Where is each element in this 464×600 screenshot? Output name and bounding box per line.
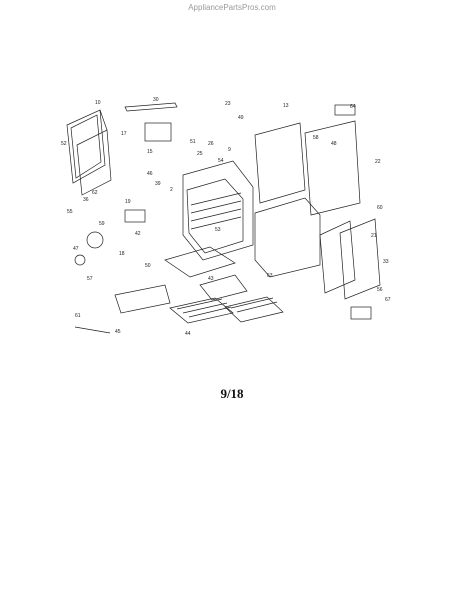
control-board-part [144, 122, 172, 142]
callout-label: 53 [215, 227, 221, 233]
callout-label: 21 [371, 233, 377, 239]
exploded-parts-diagram: 10 30 23 49 13 64 52 17 51 26 9 58 48 22… [61, 97, 391, 337]
oven-rack-part [169, 296, 284, 324]
callout-label: 46 [147, 171, 153, 177]
callout-label: 42 [135, 231, 141, 237]
callout-label: 17 [121, 131, 127, 137]
callout-label: 22 [375, 159, 381, 165]
callout-label: 18 [119, 251, 125, 257]
callout-label: 55 [67, 209, 73, 215]
callout-label: 61 [75, 313, 81, 319]
callout-label: 39 [155, 181, 161, 187]
callout-label: 54 [218, 158, 224, 164]
oven-cavity-part [182, 160, 254, 261]
callout-label: 13 [283, 103, 289, 109]
back-panel-part [254, 122, 306, 204]
callout-label: 10 [95, 100, 101, 106]
page-number: 9/18 [220, 386, 244, 401]
callout-label: 25 [197, 151, 203, 157]
inner-door-part [319, 218, 381, 300]
oven-door-part [66, 109, 112, 196]
insulation-part [254, 197, 321, 278]
callout-label: 56 [377, 287, 383, 293]
callout-label: 50 [145, 263, 151, 269]
side-panel-part [304, 120, 361, 216]
callout-label: 23 [225, 101, 231, 107]
callout-label: 45 [115, 329, 121, 335]
callout-label: 63 [267, 273, 273, 279]
element-part [124, 209, 146, 223]
callout-label: 62 [92, 190, 98, 196]
wiring-harness-part [334, 104, 356, 116]
broil-pan-part [199, 274, 248, 301]
callout-label: 43 [208, 276, 214, 282]
callout-label: 19 [125, 199, 131, 205]
top-trim-part [124, 102, 178, 112]
callout-label: 33 [383, 259, 389, 265]
callout-label: 49 [238, 115, 244, 121]
callout-label: 44 [185, 331, 191, 337]
motor-part [74, 254, 86, 266]
callout-label: 58 [313, 135, 319, 141]
callout-label: 15 [147, 149, 153, 155]
callout-label: 59 [99, 221, 105, 227]
fan-part [86, 231, 104, 249]
bracket-part [350, 306, 372, 320]
warming-drawer-part [164, 246, 236, 278]
callout-label: 36 [83, 197, 89, 203]
callout-label: 51 [190, 139, 196, 145]
callout-label: 64 [350, 104, 356, 110]
callout-label: 57 [87, 276, 93, 282]
callout-label: 2 [170, 187, 173, 193]
callout-label: 52 [61, 141, 67, 147]
drawer-front-part [114, 284, 171, 314]
probe-part [74, 326, 111, 334]
callout-label: 26 [208, 141, 214, 147]
callout-label: 60 [377, 205, 383, 211]
callout-label: 47 [73, 246, 79, 252]
watermark: AppliancePartsPros.com [188, 3, 276, 12]
callout-label: 67 [385, 297, 391, 303]
callout-label: 48 [331, 141, 337, 147]
callout-label: 9 [228, 147, 231, 153]
callout-label: 30 [153, 97, 159, 103]
